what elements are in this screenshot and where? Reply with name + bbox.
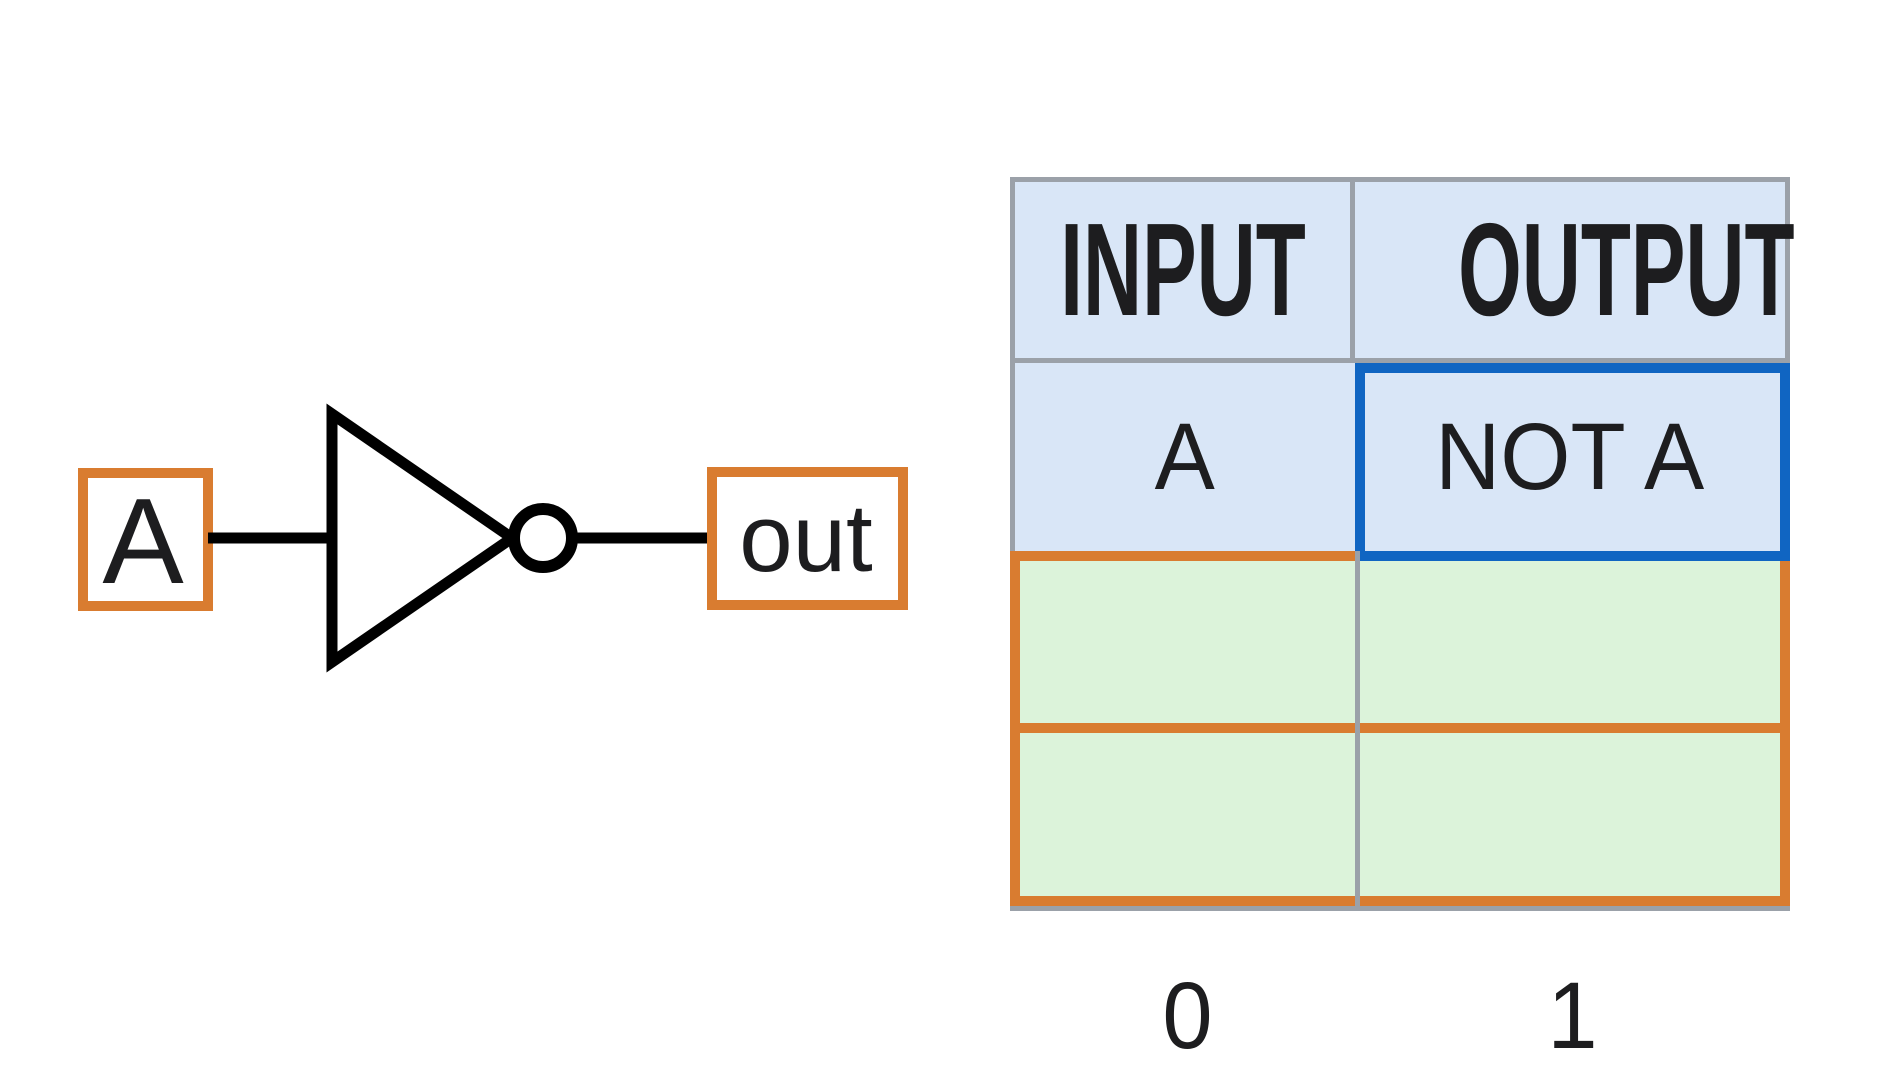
not-gate-triangle — [326, 403, 522, 673]
truth-table-variable-row: A NOT A — [1010, 363, 1790, 551]
value-nota-1: 1 — [1547, 962, 1598, 1069]
orange-border-top-segment — [1010, 551, 1360, 561]
inversion-bubble — [508, 503, 578, 573]
table-row: 0 — [1020, 935, 1355, 1080]
table-row: 1 — [1365, 935, 1780, 1080]
truth-table: INPUT OUTPUT A NOT A 0 1 1 — [1010, 177, 1795, 1063]
input-signal-label: A — [102, 473, 184, 609]
header-label-output: OUTPUT — [1458, 196, 1795, 343]
truth-table-header-row: INPUT OUTPUT — [1010, 177, 1795, 363]
orange-row-divider — [1010, 723, 1790, 733]
header-cell-input: INPUT — [1015, 182, 1355, 358]
blue-highlight-border-not-a — [1355, 363, 1790, 561]
variable-label-a: A — [1154, 403, 1216, 510]
output-signal-label: out — [739, 485, 872, 592]
variable-cell-not-a: NOT A — [1355, 363, 1785, 551]
header-cell-output: OUTPUT — [1355, 182, 1893, 358]
value-a-0: 0 — [1162, 962, 1213, 1069]
variable-label-not-a: NOT A — [1435, 403, 1705, 510]
variable-cell-a: A — [1015, 363, 1355, 551]
table-bottom-gray-border — [1010, 906, 1790, 911]
output-signal-box — [707, 467, 908, 610]
input-signal-box — [78, 468, 213, 611]
header-label-input: INPUT — [1059, 196, 1306, 343]
column-divider-line — [1355, 551, 1360, 911]
